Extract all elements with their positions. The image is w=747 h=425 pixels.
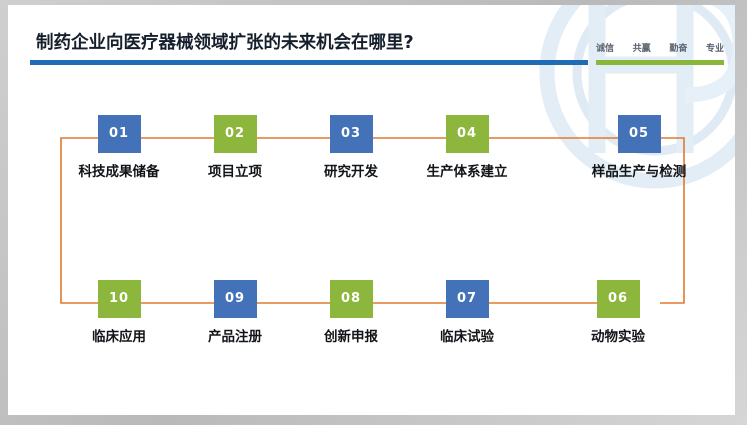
flow-step-02[interactable]: 02 项目立项 [160, 115, 310, 180]
flow-step-03-label: 研究开发 [324, 164, 378, 180]
slogan-word-3: 勤奋 [669, 44, 688, 54]
flow-step-09[interactable]: 09 产品注册 [160, 280, 310, 345]
connector-01-wrap-10 [60, 137, 98, 304]
page-title: 制药企业向医疗器械领域扩张的未来机会在哪里? [36, 33, 414, 53]
flow-step-07-number: 07 [445, 280, 489, 318]
flow-step-01[interactable]: 01 科技成果储备 [44, 115, 194, 180]
flow-step-09-label: 产品注册 [208, 329, 262, 345]
connector-05-06 [660, 137, 685, 304]
flow-step-08-number: 08 [329, 280, 373, 318]
flow-step-06[interactable]: 06 动物实验 [543, 280, 693, 345]
slogan-bar: 诚信 共赢 勤奋 专业 [596, 41, 724, 54]
slogan-word-1: 诚信 [596, 44, 615, 54]
title-divider-green [596, 60, 724, 65]
process-flow-diagram: 01 科技成果储备 02 项目立项 03 研究开发 04 生产体系建立 05 样… [8, 5, 735, 415]
flow-step-03-number: 03 [329, 115, 373, 153]
flow-step-04-number: 04 [445, 115, 489, 153]
flow-step-04[interactable]: 04 生产体系建立 [392, 115, 542, 180]
flow-step-04-label: 生产体系建立 [426, 164, 508, 180]
flow-connectors [60, 137, 685, 304]
flow-step-01-number: 01 [97, 115, 141, 153]
flow-step-06-number: 06 [596, 280, 640, 318]
flow-step-09-number: 09 [213, 280, 257, 318]
flow-step-07-label: 临床试验 [440, 329, 494, 345]
flow-step-02-label: 项目立项 [208, 164, 262, 180]
slogan-word-2: 共赢 [632, 44, 651, 54]
flow-step-05-number: 05 [617, 115, 661, 153]
flow-step-08-label: 创新申报 [324, 329, 378, 345]
flow-step-03[interactable]: 03 研究开发 [276, 115, 426, 180]
slogan-word-4: 专业 [705, 44, 724, 54]
slide-canvas: 制药企业向医疗器械领域扩张的未来机会在哪里? 诚信 共赢 勤奋 专业 [8, 5, 735, 415]
flow-step-10-label: 临床应用 [92, 329, 146, 345]
flow-step-10-number: 10 [97, 280, 141, 318]
flow-step-07[interactable]: 07 临床试验 [392, 280, 542, 345]
flow-step-08[interactable]: 08 创新申报 [276, 280, 426, 345]
flow-step-10[interactable]: 10 临床应用 [44, 280, 194, 345]
flow-step-01-label: 科技成果储备 [78, 164, 160, 180]
flow-step-05[interactable]: 05 样品生产与检测 [564, 115, 714, 180]
title-divider-blue [30, 60, 588, 65]
flow-step-02-number: 02 [213, 115, 257, 153]
flow-step-06-label: 动物实验 [591, 329, 645, 345]
flow-step-05-label: 样品生产与检测 [591, 164, 687, 180]
